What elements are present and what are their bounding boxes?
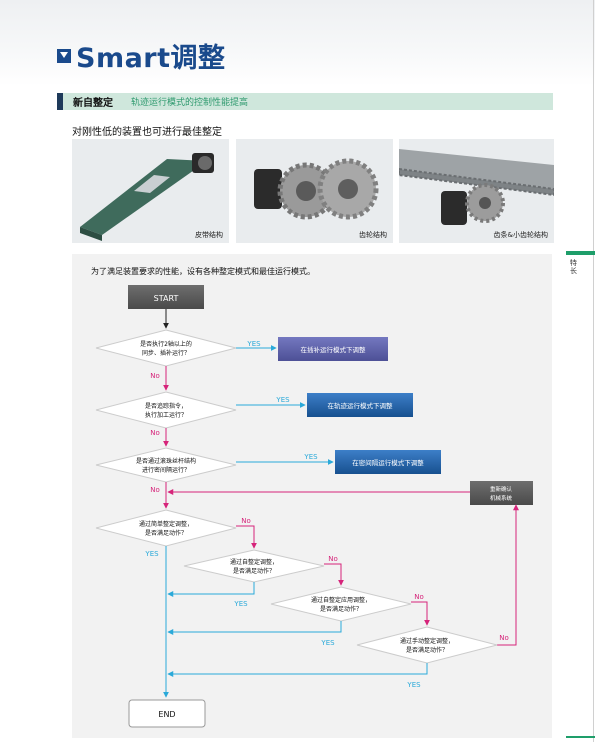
- action-trajectory-mode: 在轨迹运行模式下调整: [307, 393, 413, 417]
- decision-auto-tuning: 通过自整定调整， 是否满足动作？: [183, 549, 325, 583]
- arrow-no: [324, 563, 344, 586]
- yes-label: YES: [406, 681, 421, 689]
- arrow-yes: [167, 621, 342, 635]
- yes-label: YES: [144, 550, 159, 558]
- side-tab-label: 特长: [570, 259, 577, 275]
- page-title: Smart调整: [57, 36, 226, 75]
- gear-image: [254, 158, 379, 220]
- decision-sync-interpolation: 是否执行2轴以上的 同步、插补运行？: [95, 329, 237, 367]
- no-label: No: [241, 517, 251, 525]
- flowchart-intro: 为了满足装置要求的性能，设有各种整定模式和最佳运行模式。: [91, 267, 315, 276]
- arrow-yes: [167, 582, 255, 597]
- end-label: END: [158, 710, 175, 719]
- decision-text: 通过简单整定调整，: [139, 520, 193, 528]
- title-marker-icon: [57, 48, 71, 63]
- decision-text: 是否满足动作？: [320, 605, 362, 613]
- subtitle: 对刚性低的装置也可进行最佳整定: [72, 127, 222, 138]
- yes-label: YES: [275, 396, 290, 404]
- action-dense-interval-mode: 在密间隔运行模式下调整: [335, 450, 441, 474]
- arrow-to-recheck: [486, 504, 519, 646]
- section-heading: 新自整定: [73, 98, 113, 109]
- decision-ballscrew: 是否通过滚珠丝杆结构 进行密间隔运行？: [95, 447, 237, 483]
- recheck-text: 机械系统: [490, 494, 513, 502]
- section-subheading: 轨迹运行模式的控制性能提高: [131, 98, 249, 108]
- recheck-text: 重新确认: [490, 485, 513, 493]
- decision-text: 是否追踪指令，: [145, 402, 187, 410]
- decision-text: 同步、插补运行？: [142, 349, 190, 357]
- decision-text: 通过手动整定调整，: [400, 637, 454, 645]
- end-node: END: [128, 699, 206, 728]
- yes-label: YES: [233, 600, 248, 608]
- decision-text: 是否满足动作？: [145, 529, 187, 537]
- section-marker: [57, 93, 63, 110]
- no-label: No: [499, 634, 509, 642]
- decision-text: 是否满足动作？: [406, 646, 448, 654]
- decision-auto-tuning-applied: 通过自整定应用调整， 是否满足动作？: [270, 586, 412, 622]
- no-label: No: [150, 372, 160, 380]
- decision-text: 执行加工运行？: [145, 411, 187, 419]
- photo-caption: 齿条&小齿轮结构: [493, 231, 548, 239]
- photo-gear: 齿轮结构: [236, 139, 393, 243]
- arrow-no: [236, 525, 257, 549]
- arrow-no: [411, 601, 430, 626]
- no-label: No: [150, 486, 160, 494]
- no-label: No: [414, 593, 424, 601]
- photo-belt: 皮带结构: [72, 139, 229, 243]
- start-node: START: [128, 285, 204, 309]
- side-tab-bar: [566, 251, 595, 255]
- photo-caption: 皮带结构: [195, 231, 223, 239]
- action-text: 在密间隔运行模式下调整: [352, 458, 424, 467]
- decision-text: 是否执行2轴以上的: [140, 340, 192, 348]
- belt-conveyor-image: [80, 153, 214, 241]
- page-edge-line: [593, 0, 594, 742]
- photo-caption: 齿轮结构: [359, 231, 387, 239]
- decision-trajectory: 是否追踪指令， 执行加工运行？: [95, 391, 237, 429]
- bottom-accent: [566, 736, 595, 738]
- action-text: 在轨迹运行模式下调整: [328, 401, 394, 410]
- yes-label: YES: [246, 340, 261, 348]
- photo-rack: 齿条&小齿轮结构: [399, 139, 554, 243]
- page-title-text: Smart调整: [76, 43, 226, 74]
- action-interpolation-mode: 在插补运行模式下调整: [278, 337, 388, 361]
- decision-text: 是否通过滚珠丝杆结构: [136, 457, 196, 465]
- recheck-mechanical-system: 重新确认 机械系统: [470, 481, 533, 505]
- rack-pinion-image: [399, 149, 554, 225]
- header-band: [0, 0, 595, 86]
- yes-label: YES: [320, 639, 335, 647]
- decision-manual-tuning: 通过手动整定调整， 是否满足动作？: [356, 626, 498, 664]
- section-header: 新自整定 轨迹运行模式的控制性能提高: [57, 93, 553, 110]
- arrow-yes: [167, 663, 428, 677]
- action-text: 在插补运行模式下调整: [301, 345, 367, 354]
- decision-text: 通过自整定应用调整，: [311, 596, 371, 604]
- no-label: No: [150, 429, 160, 437]
- yes-label: YES: [303, 453, 318, 461]
- start-label: START: [154, 294, 179, 303]
- no-label: No: [328, 555, 338, 563]
- decision-simple-tuning: 通过简单整定调整， 是否满足动作？: [95, 509, 237, 547]
- decision-text: 通过自整定调整，: [230, 558, 278, 566]
- decision-text: 进行密间隔运行？: [142, 466, 190, 474]
- decision-text: 是否满足动作？: [233, 567, 275, 575]
